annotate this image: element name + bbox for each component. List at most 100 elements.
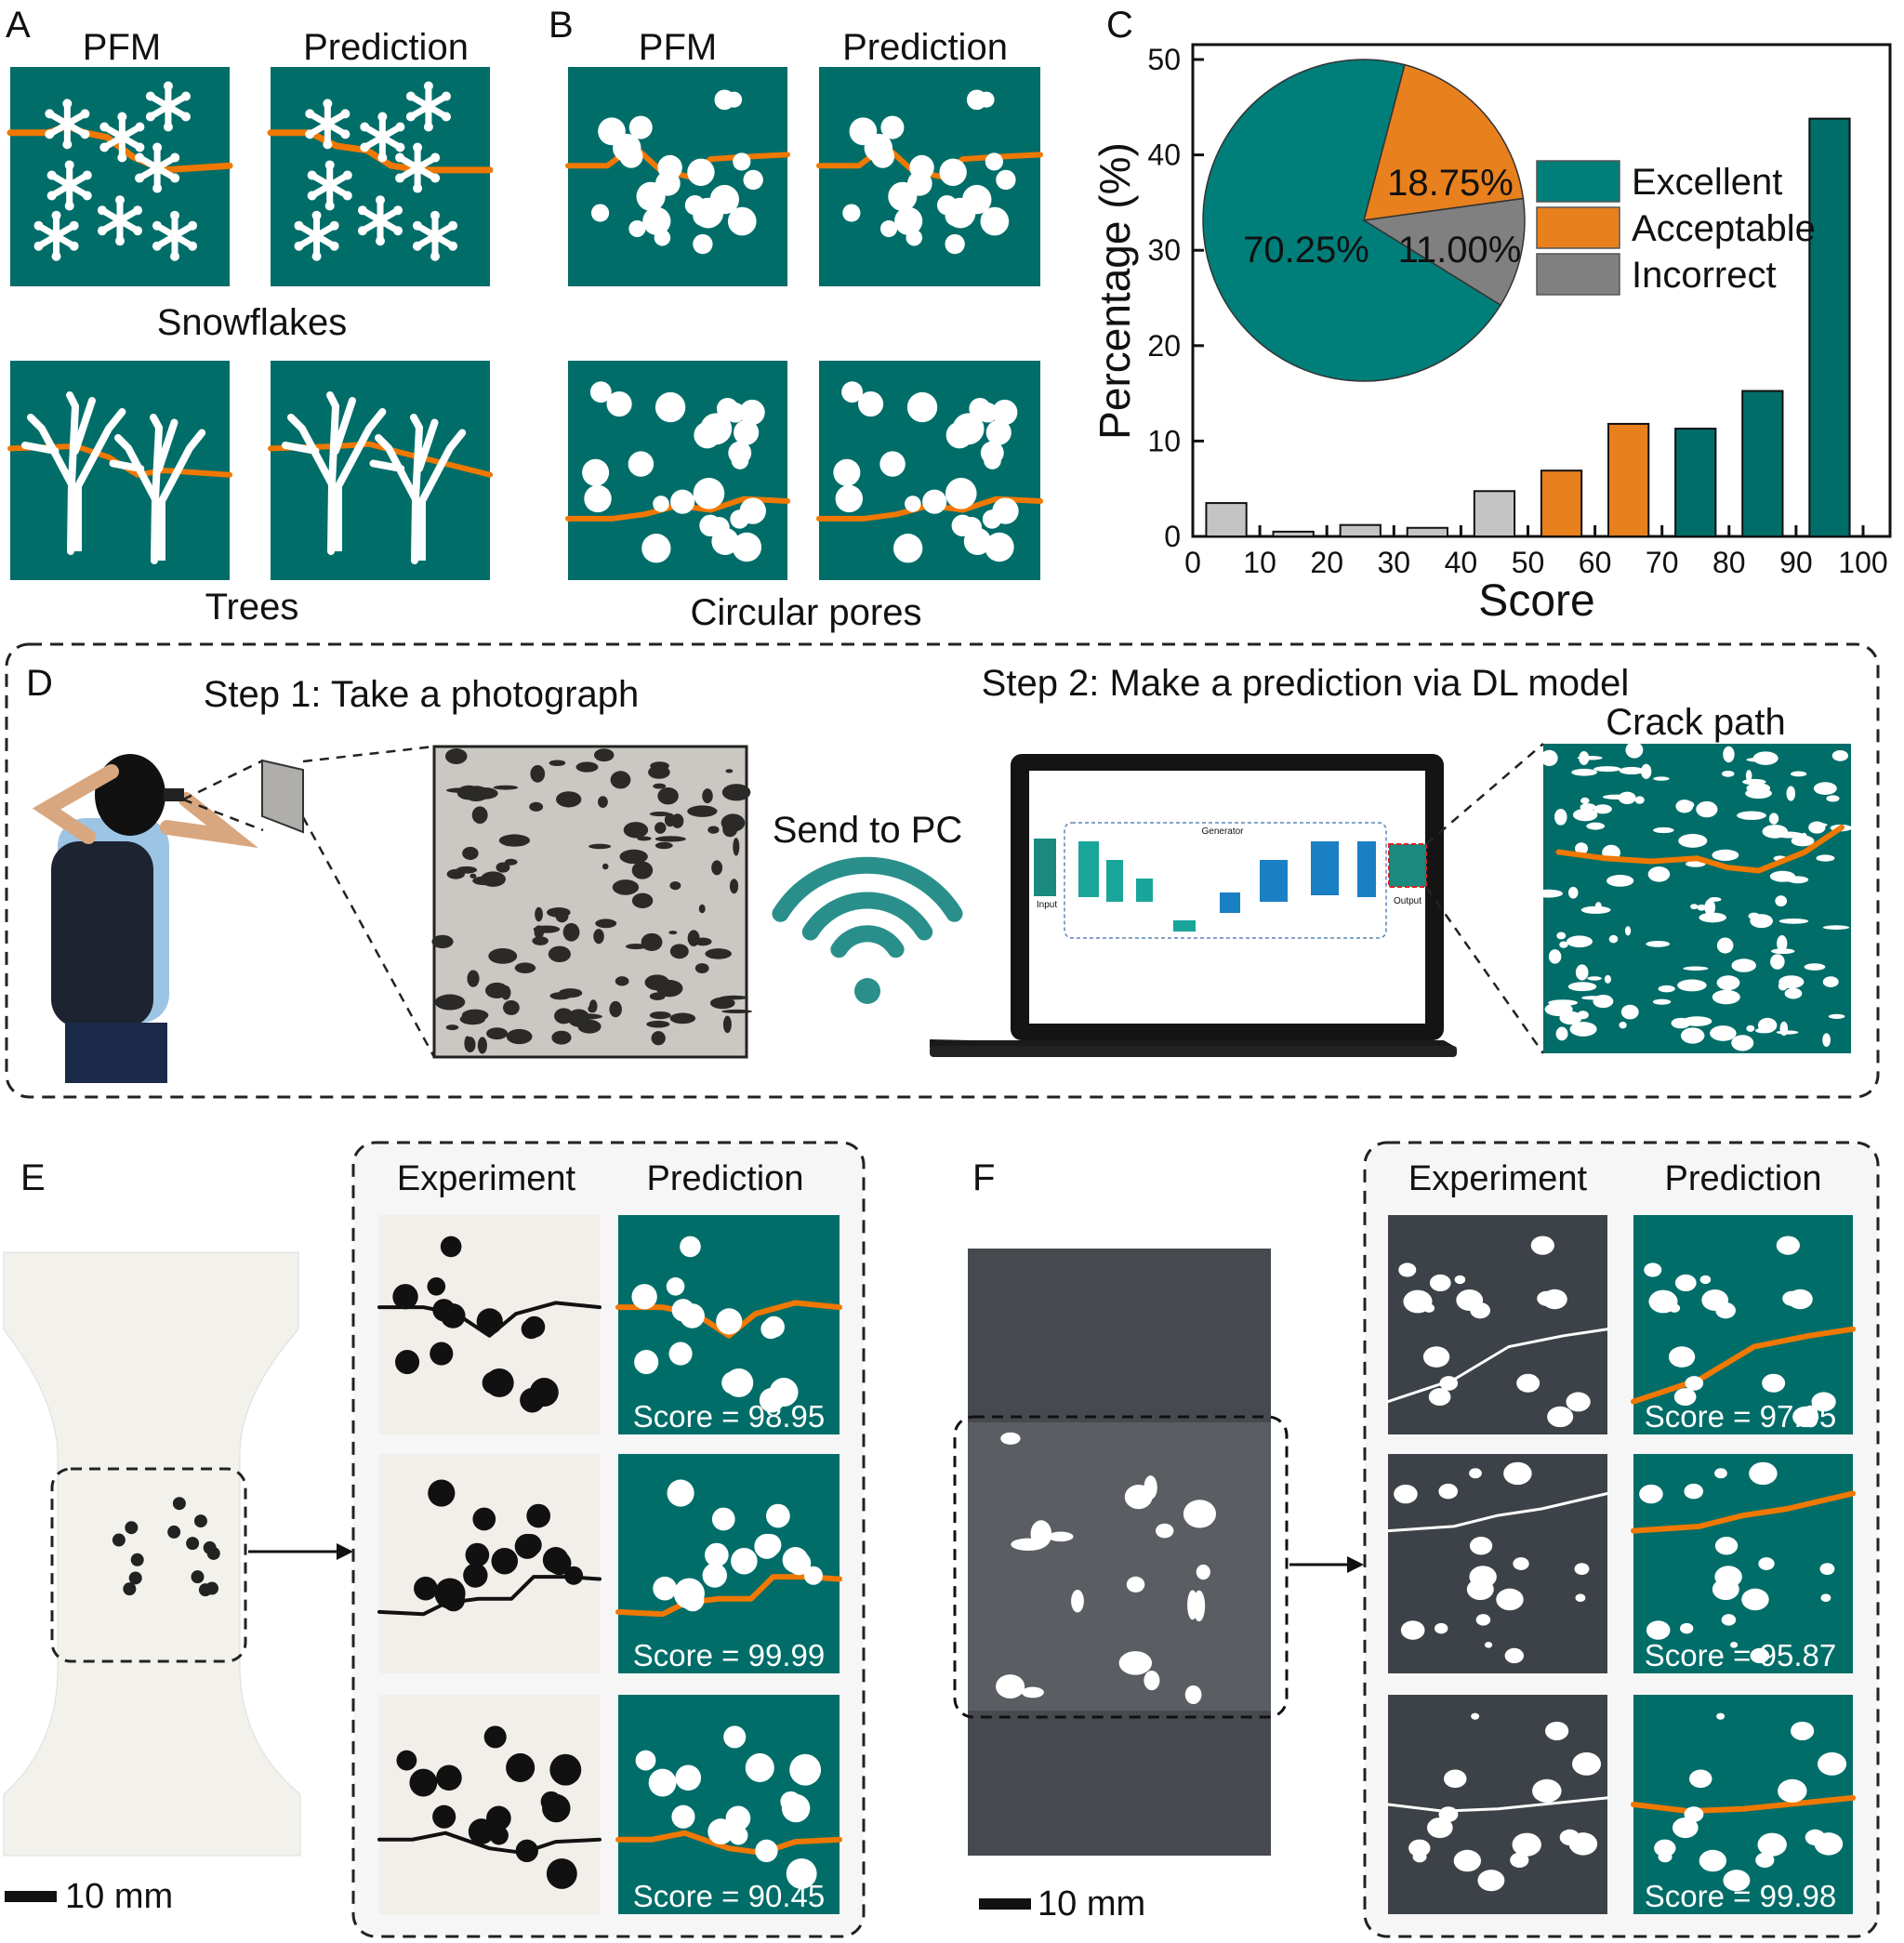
wifi-icon [772, 856, 963, 1004]
void [1453, 1849, 1482, 1872]
crack-path-line [1386, 1796, 1609, 1813]
pore [939, 158, 967, 186]
hole [520, 1387, 545, 1413]
void [1575, 1593, 1586, 1603]
hole [428, 1479, 456, 1507]
scale-bar-label: 10 mm [1038, 1884, 1145, 1923]
photo-pore [694, 963, 709, 974]
void [1646, 1620, 1671, 1640]
teal-background [271, 361, 490, 580]
void [1426, 1817, 1453, 1839]
photo-pore [671, 813, 684, 828]
void [1792, 1406, 1819, 1428]
prediction-image-1: Score = 98.95 [615, 1215, 842, 1434]
pore [667, 1479, 694, 1507]
pore [879, 451, 906, 477]
y-tick-label: 40 [1147, 139, 1181, 172]
wifi-arc-outer [772, 856, 963, 922]
snowflake-tip [340, 129, 350, 139]
photo-pore [711, 860, 723, 876]
step2-label: Step 2: Make a prediction via DL model [982, 663, 1630, 704]
pore [1619, 1022, 1627, 1029]
snowflake-tip [80, 129, 90, 139]
void [1510, 1852, 1529, 1868]
void [1398, 1262, 1417, 1277]
crack-path-line [1555, 824, 1845, 874]
snowflake-tip [117, 152, 127, 163]
column-header-experiment: Experiment [397, 1159, 576, 1198]
hole [172, 1497, 186, 1511]
pore [1683, 966, 1709, 971]
pore [1716, 975, 1740, 991]
pore [984, 452, 1001, 469]
column-header-pfm: PFM [83, 27, 161, 68]
pore [906, 391, 938, 423]
void [1156, 1523, 1174, 1539]
pore [1712, 989, 1740, 1005]
column-header-experiment: Experiment [1408, 1159, 1588, 1198]
snowflake-tip [448, 220, 458, 231]
snowflake-center [429, 229, 442, 243]
experiment-image-2 [1386, 1454, 1609, 1673]
pore [1775, 831, 1804, 839]
pore [841, 381, 864, 403]
snowflake-tip [82, 170, 92, 180]
pore [1778, 981, 1788, 991]
void [1699, 1849, 1727, 1872]
pore [1779, 1021, 1789, 1037]
hole [436, 1765, 462, 1791]
pore [1577, 1011, 1589, 1020]
snowflake-tip [152, 241, 162, 251]
void [1673, 1388, 1697, 1407]
pore [693, 477, 725, 509]
pore [716, 1308, 743, 1335]
void [996, 1674, 1025, 1698]
void [1568, 1832, 1598, 1856]
snowflake-center [321, 117, 335, 131]
photo-pore [551, 1030, 572, 1045]
pores-pfm-image-1 [565, 67, 790, 286]
pore [723, 1725, 747, 1749]
pie-label-excellent: 70.25% [1243, 230, 1369, 271]
photo-pore [698, 904, 706, 914]
snowflake-tip [360, 122, 370, 132]
legend-label-acceptable: Acceptable [1632, 208, 1816, 249]
void [1118, 1651, 1153, 1675]
photo-pore [646, 1020, 670, 1028]
photo-pore [654, 822, 667, 834]
void [1412, 1851, 1427, 1863]
pore [725, 1805, 751, 1831]
void [1484, 1642, 1493, 1648]
pore [606, 390, 632, 417]
snowflake-tip [135, 173, 145, 183]
snowflake-tip [180, 112, 191, 122]
crack-path-line [377, 1575, 602, 1617]
void [1000, 1432, 1021, 1445]
dogbone-specimen [3, 1251, 301, 1857]
network-layer-block [1173, 920, 1196, 932]
void [1471, 1712, 1480, 1720]
pore [1586, 822, 1606, 830]
photo-pore [472, 876, 496, 886]
network-layer-block [1136, 879, 1153, 902]
bar-50-60 [1540, 469, 1583, 537]
void [1144, 1475, 1157, 1500]
snowflake-tip [115, 195, 125, 205]
snowflake-tip [170, 173, 180, 183]
photo-pore [477, 1037, 487, 1054]
snowflake-tip [393, 226, 403, 236]
pore [1533, 889, 1564, 898]
crack-path-line [1631, 1490, 1856, 1534]
void [1532, 1778, 1562, 1803]
crack-path-line [615, 1574, 842, 1618]
void [1071, 1589, 1084, 1613]
photo-pore [655, 980, 683, 998]
photo-pore [529, 801, 544, 812]
snowflake-tip [393, 205, 403, 216]
bar-40-50 [1473, 490, 1516, 538]
photo-pore [503, 999, 520, 1015]
experiment-image-3 [377, 1695, 602, 1914]
snowflake-tip [51, 251, 61, 261]
region-of-interest [953, 1415, 1289, 1719]
photo-pore [709, 997, 735, 1010]
